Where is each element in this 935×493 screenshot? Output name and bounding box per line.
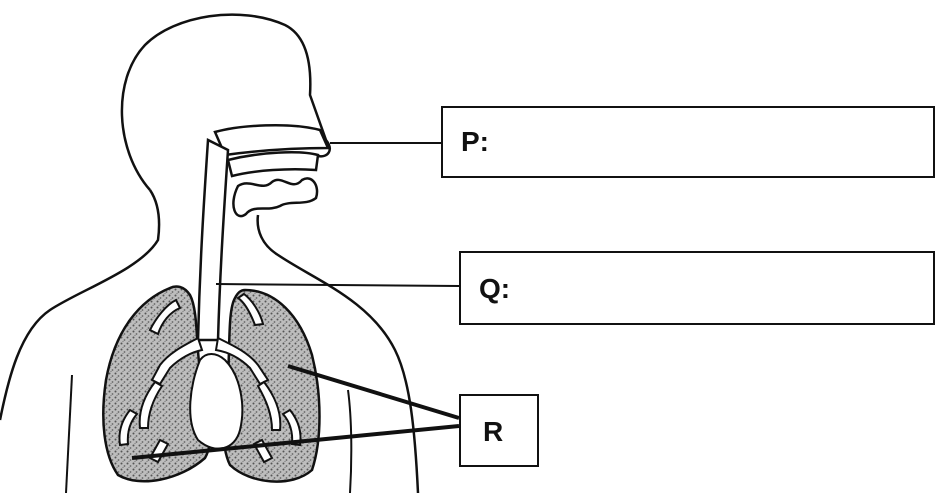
label-q: Q: xyxy=(479,273,510,305)
right-arm-line xyxy=(348,390,351,493)
tongue xyxy=(233,178,317,216)
answer-box-r[interactable]: R xyxy=(459,394,539,467)
left-arm-line xyxy=(66,375,72,493)
label-r: R xyxy=(483,416,503,448)
pointer-line-q xyxy=(216,284,459,286)
answer-box-q[interactable]: Q: xyxy=(459,251,935,325)
nasal-cavity xyxy=(215,125,328,155)
trachea xyxy=(198,140,228,340)
answer-box-p[interactable]: P: xyxy=(441,106,935,178)
label-p: P: xyxy=(461,126,489,158)
palate xyxy=(228,152,318,176)
